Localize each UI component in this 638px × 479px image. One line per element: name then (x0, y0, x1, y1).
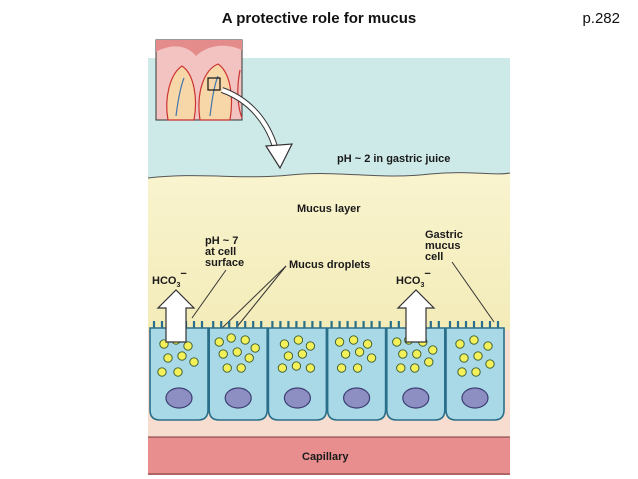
mucus-droplet (340, 349, 351, 359)
hco3-arrow-left (156, 289, 196, 343)
gastric-mucus-cell (208, 321, 268, 421)
mucus-droplet (455, 339, 465, 349)
epithelial-cells (149, 321, 505, 421)
mucus-droplet (471, 367, 481, 377)
mucus-droplet (183, 341, 193, 351)
mucus-droplet (352, 363, 363, 373)
mucus-droplet (163, 353, 173, 363)
mucus-droplet (226, 333, 236, 343)
mucus-droplet (457, 367, 467, 377)
mucus-droplet (157, 367, 167, 377)
mucus-droplet (424, 357, 434, 367)
gastric-mucus-cell (445, 321, 505, 421)
gastric-mucus-cell-label-1: Gastric (425, 229, 463, 241)
mucus-droplet (218, 349, 228, 359)
capillary-label: Capillary (302, 451, 349, 463)
mucus-droplet (483, 341, 493, 351)
slide-title: A protective role for mucus (221, 10, 417, 27)
mucus-droplet (232, 347, 242, 357)
hco3-arrow-right (396, 289, 436, 343)
cell-nucleus (283, 387, 311, 409)
mucus-droplet (412, 349, 422, 359)
mucus-droplet (236, 363, 246, 373)
capillary-band (148, 437, 510, 475)
mucus-droplet (293, 335, 304, 345)
page-reference: p.282 (582, 10, 620, 27)
cell-nucleus (402, 387, 430, 409)
mucus-droplet (291, 361, 302, 371)
hco3-right-label: HCO3− (396, 268, 431, 289)
mucus-droplet (240, 335, 250, 345)
mucus-droplet (177, 351, 187, 361)
mucus-droplet (336, 363, 347, 373)
mucus-droplet (283, 351, 294, 361)
mucus-droplet (305, 363, 316, 373)
mucus-droplet (189, 357, 199, 367)
gastric-mucus-cell (386, 321, 446, 421)
gastric-mucus-cell (267, 321, 328, 421)
mucus-droplet (392, 337, 402, 347)
ph-cell-surface-label-2: at cell (205, 246, 236, 258)
mucus-droplet (348, 335, 359, 345)
mucus-droplet (222, 363, 232, 373)
mucus-layer-label: Mucus layer (297, 203, 361, 215)
cell-nucleus (461, 387, 489, 409)
mucus-droplet (469, 335, 479, 345)
mucus-droplet (277, 363, 288, 373)
cell-nucleus (165, 387, 193, 409)
cell-nucleus (224, 387, 252, 409)
mucus-droplet (459, 353, 469, 363)
mucus-layer-region (148, 172, 510, 330)
mucus-droplet (305, 341, 316, 351)
mucus-droplet (366, 353, 377, 363)
gastric-mucus-cell-label-2: mucus (425, 240, 460, 252)
cell-nucleus (343, 387, 371, 409)
hco3-left-label: HCO3− (152, 268, 187, 289)
gastric-mucus-cell (326, 321, 387, 421)
mucus-droplet (398, 349, 408, 359)
mucus-droplet (362, 339, 373, 349)
ph-cell-surface-label-1: pH ~ 7 (205, 235, 238, 247)
mucus-droplet (410, 363, 420, 373)
mucus-droplet (250, 343, 260, 353)
mucus-droplet (428, 345, 438, 355)
mucus-droplet (485, 359, 495, 369)
mucus-droplet (354, 347, 365, 357)
mucus-droplet (214, 337, 224, 347)
mucus-droplet (297, 349, 308, 359)
gastric-mucus-cell-label-3: cell (425, 251, 443, 263)
mucus-droplets-label: Mucus droplets (289, 259, 370, 271)
mucus-droplet (396, 363, 406, 373)
mucus-droplet (334, 337, 345, 347)
ph-cell-surface-label-3: surface (205, 257, 244, 269)
gastric-juice-label: pH ~ 2 in gastric juice (337, 153, 450, 165)
mucus-droplet (473, 351, 483, 361)
inset-magnified-view (155, 39, 243, 121)
mucus-droplet (279, 339, 290, 349)
mucus-droplet (173, 367, 183, 377)
mucus-droplet (244, 353, 254, 363)
